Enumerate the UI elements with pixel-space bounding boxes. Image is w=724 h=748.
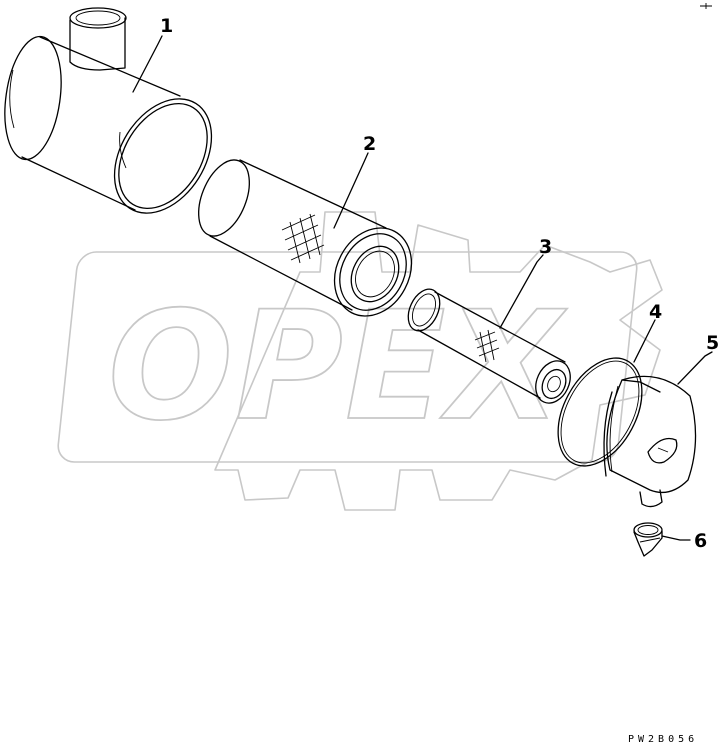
callouts: 1 2 3 4 5 6 [160, 15, 719, 552]
callout-5: 5 [706, 332, 719, 354]
callout-6: 6 [694, 530, 707, 552]
corner-mark [700, 3, 712, 9]
part-4-gasket [557, 357, 643, 467]
callout-2: 2 [363, 133, 376, 155]
part-5-dust-cover [603, 375, 697, 508]
callout-3: 3 [539, 236, 552, 258]
callout-4: 4 [649, 301, 662, 323]
watermark-text: OPEX [108, 280, 567, 454]
callout-1: 1 [160, 15, 173, 37]
leader-lines [132, 35, 713, 541]
part-2-primary-element [198, 159, 413, 317]
watermark-badge [57, 251, 638, 463]
part-3-safety-element [407, 288, 571, 404]
part-1-housing [4, 7, 213, 214]
watermark-gear-outline [214, 211, 663, 511]
watermark: OPEX [57, 211, 663, 511]
drawing-code: PW2B056 [628, 734, 698, 745]
part-6-evacuator-valve [633, 522, 663, 557]
